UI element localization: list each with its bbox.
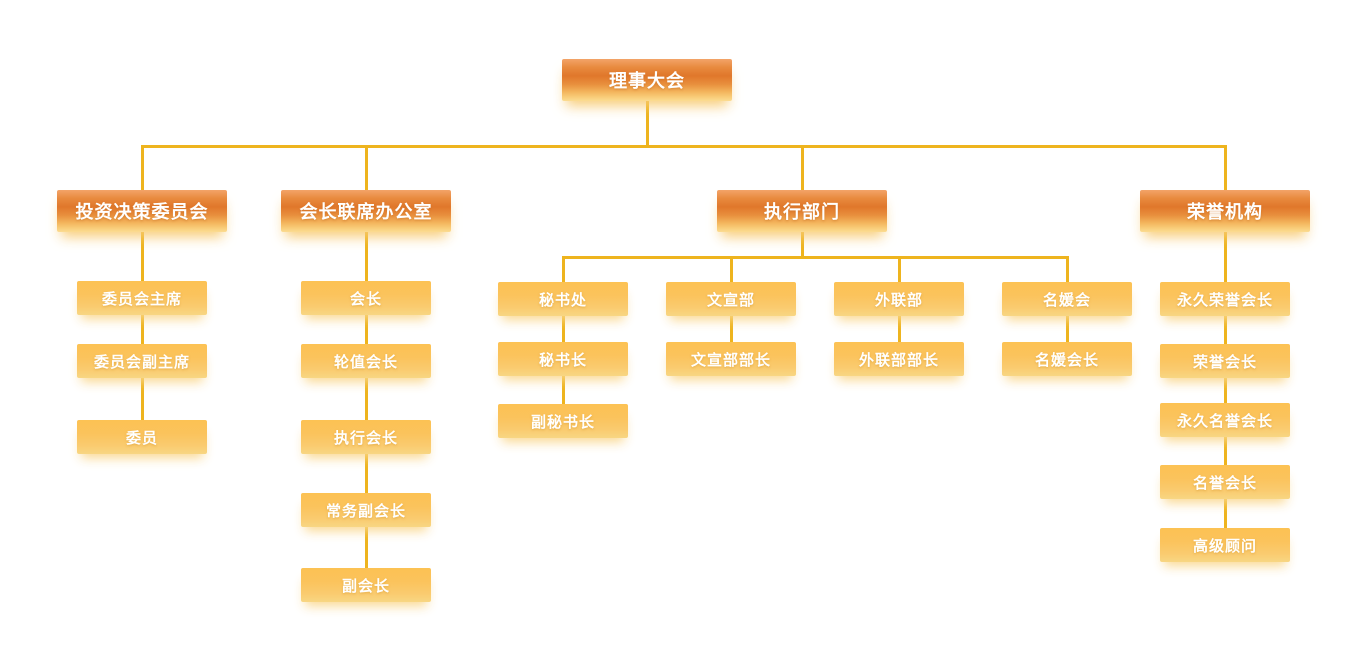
connector-line [365,454,368,493]
node-committee-member: 委员 [77,420,207,454]
node-executive-president: 执行会长 [301,420,431,454]
node-board-assembly: 理事大会 [562,59,732,101]
node-ladies-club: 名媛会 [1002,282,1132,316]
node-vice-president: 副会长 [301,568,431,602]
node-liaison-dept: 外联部 [834,282,964,316]
connector-line [141,378,144,420]
connector-line [1224,316,1227,344]
node-permanent-honorary-president: 永久荣誉会长 [1160,282,1290,316]
connector-line [898,256,901,282]
node-publicity-dept: 文宣部 [666,282,796,316]
connector-line [365,378,368,420]
connector-line [365,145,368,190]
node-permanent-emeritus-president: 永久名誉会长 [1160,403,1290,437]
node-secretariat: 秘书处 [498,282,628,316]
node-president: 会长 [301,281,431,315]
connector-line [1066,256,1069,282]
connector-line [1224,232,1227,282]
node-executive-departments: 执行部门 [717,190,887,232]
connector-line [646,100,649,146]
connector-line [562,256,1069,259]
connector-line [365,527,368,568]
connector-line [562,256,565,282]
connector-line [898,316,901,342]
connector-line [1224,378,1227,403]
connector-line [1224,499,1227,528]
connector-line [730,316,733,342]
node-deputy-secretary-general: 副秘书长 [498,404,628,438]
node-publicity-dept-head: 文宣部部长 [666,342,796,376]
node-senior-advisor: 高级顾问 [1160,528,1290,562]
connector-line [562,376,565,404]
node-ladies-club-president: 名媛会长 [1002,342,1132,376]
connector-line [801,232,804,259]
connector-line [801,145,804,190]
node-secretary-general: 秘书长 [498,342,628,376]
connector-line [141,145,144,190]
node-liaison-dept-head: 外联部部长 [834,342,964,376]
node-honorary-president: 荣誉会长 [1160,344,1290,378]
node-emeritus-president: 名誉会长 [1160,465,1290,499]
connector-line [141,145,1227,148]
node-standing-vice-president: 常务副会长 [301,493,431,527]
node-committee-vice-chairman: 委员会副主席 [77,344,207,378]
connector-line [141,232,144,281]
connector-line [1224,437,1227,465]
connector-line [562,316,565,342]
node-investment-committee: 投资决策委员会 [57,190,227,232]
connector-line [1224,145,1227,190]
node-honorary-institutions: 荣誉机构 [1140,190,1310,232]
connector-line [141,315,144,344]
connector-line [1066,316,1069,342]
node-committee-chairman: 委员会主席 [77,281,207,315]
node-presidents-office: 会长联席办公室 [281,190,451,232]
connector-line [730,256,733,282]
connector-line [365,232,368,281]
connector-line [365,315,368,344]
node-rotating-president: 轮值会长 [301,344,431,378]
